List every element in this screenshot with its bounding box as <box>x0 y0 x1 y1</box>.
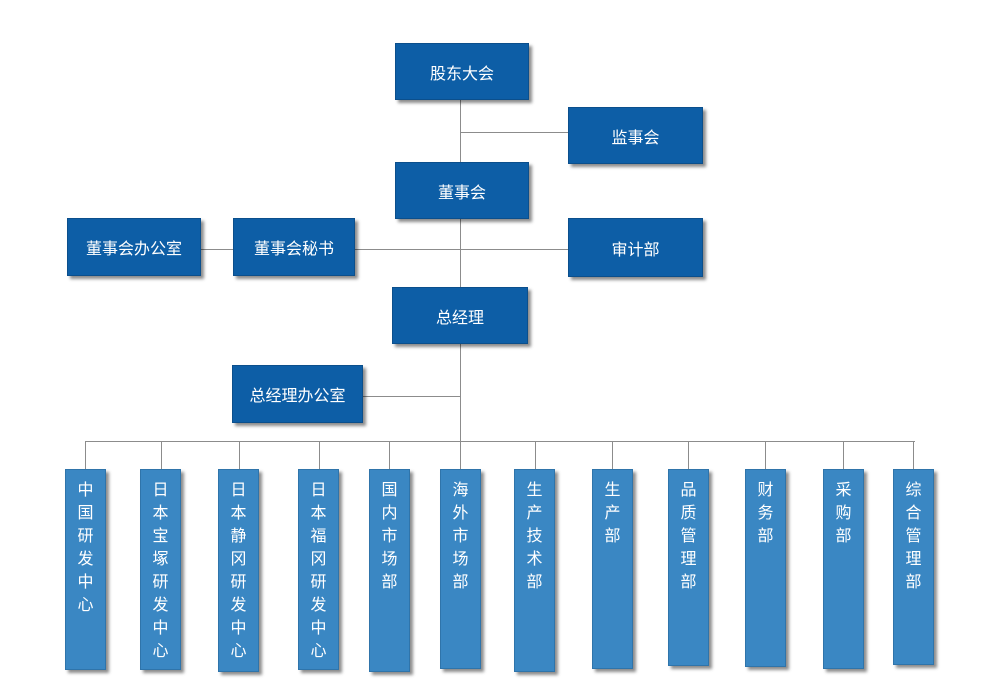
connector-line <box>688 441 689 469</box>
connector-line <box>460 100 461 442</box>
dept-box: 综合管理部 <box>893 469 934 665</box>
dept-box: 财务部 <box>745 469 786 667</box>
general-manager-label: 总经理 <box>435 307 484 327</box>
dept-box: 采购部 <box>823 469 864 669</box>
dept-label: 海外市场部 <box>452 480 469 591</box>
board-of-supervisors-box: 监事会 <box>568 107 703 164</box>
dept-label: 生产部 <box>604 480 621 545</box>
dept-label: 生产技术部 <box>526 480 543 591</box>
shareholders-meeting-box: 股东大会 <box>395 43 529 100</box>
board-office-label: 董事会办公室 <box>85 239 182 258</box>
connector-line <box>239 441 240 469</box>
connector-line <box>535 441 536 469</box>
connector-line <box>319 441 320 469</box>
dept-box: 国内市场部 <box>369 469 410 672</box>
connector-line <box>843 441 844 469</box>
board-of-supervisors-label: 监事会 <box>611 127 660 147</box>
shareholders-meeting-label: 股东大会 <box>429 63 494 83</box>
connector-line <box>460 441 461 469</box>
dept-box: 日本福冈研发中心 <box>298 469 339 670</box>
board-of-directors-box: 董事会 <box>395 162 529 219</box>
dept-label: 日本福冈研发中心 <box>310 480 327 660</box>
connector-line <box>85 441 86 469</box>
dept-label: 日本静冈研发中心 <box>230 480 247 660</box>
dept-box: 海外市场部 <box>440 469 481 669</box>
connector-line <box>612 441 613 469</box>
connector-line <box>200 249 570 250</box>
dept-label: 日本宝塚研发中心 <box>152 480 169 660</box>
audit-department-box: 审计部 <box>568 218 703 277</box>
board-of-directors-label: 董事会 <box>437 182 486 202</box>
audit-department-label: 审计部 <box>611 239 660 259</box>
connector-line <box>363 396 460 397</box>
dept-label: 采购部 <box>835 480 852 545</box>
general-manager-box: 总经理 <box>392 287 528 344</box>
dept-label: 中国研发中心 <box>77 480 94 614</box>
board-office-box: 董事会办公室 <box>67 218 201 276</box>
dept-box: 生产技术部 <box>514 469 555 672</box>
connector-line <box>389 441 390 469</box>
dept-label: 国内市场部 <box>381 480 398 591</box>
gm-office-label: 总经理办公室 <box>249 386 346 405</box>
dept-box: 品质管理部 <box>668 469 709 666</box>
board-secretary-label: 董事会秘书 <box>253 239 334 258</box>
dept-box: 日本宝塚研发中心 <box>140 469 181 670</box>
connector-line <box>913 441 914 469</box>
gm-office-box: 总经理办公室 <box>232 365 363 423</box>
dept-label: 品质管理部 <box>680 480 697 591</box>
connector-line <box>765 441 766 469</box>
dept-box: 中国研发中心 <box>65 469 106 670</box>
dept-box: 日本静冈研发中心 <box>218 469 259 672</box>
dept-label: 财务部 <box>757 480 774 545</box>
dept-box: 生产部 <box>592 469 633 669</box>
board-secretary-box: 董事会秘书 <box>233 218 355 276</box>
connector-line <box>460 132 570 133</box>
connector-line <box>85 441 915 442</box>
connector-line <box>161 441 162 469</box>
dept-label: 综合管理部 <box>905 480 922 591</box>
